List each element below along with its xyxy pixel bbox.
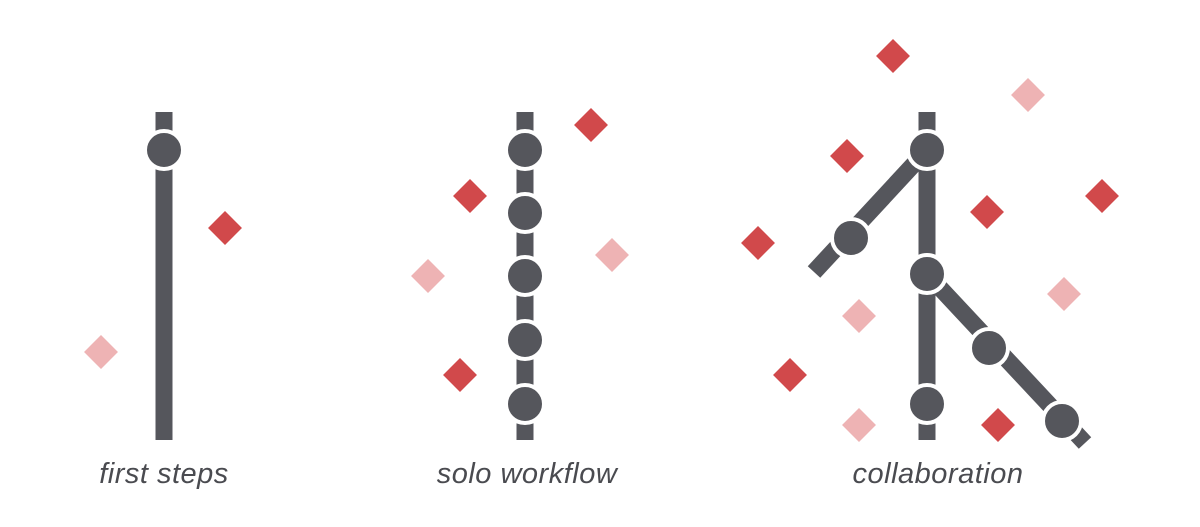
change-diamond-strong [453,179,487,213]
caption-collaboration: collaboration [852,458,1024,490]
change-diamond-strong [981,408,1015,442]
change-diamond-light [842,299,876,333]
commit-node [504,383,546,425]
change-diamond-light [595,238,629,272]
commit-node [504,129,546,171]
change-diamond-strong [970,195,1004,229]
change-diamond-light [84,335,118,369]
change-diamond-strong [443,358,477,392]
commit-node [504,255,546,297]
change-diamond-strong [741,226,775,260]
branch-line-left [807,144,934,278]
commit-node [504,192,546,234]
caption-first-steps: first steps [99,458,229,490]
change-diamond-strong [208,211,242,245]
change-diamond-strong [876,39,910,73]
commit-node [830,217,872,259]
commit-node [906,129,948,171]
panel-solo-workflow [411,108,629,440]
commit-node [906,383,948,425]
commit-node [1041,400,1083,442]
change-diamond-strong [773,358,807,392]
change-diamond-light [411,259,445,293]
change-diamond-strong [1085,179,1119,213]
commit-node [968,327,1010,369]
panel-first-steps [84,112,242,440]
change-diamond-strong [830,139,864,173]
change-diamond-light [842,408,876,442]
change-diamond-light [1011,78,1045,112]
commit-node [906,253,948,295]
change-diamond-light [1047,277,1081,311]
commit-node [504,319,546,361]
caption-solo-workflow: solo workflow [436,458,618,490]
change-diamond-strong [574,108,608,142]
panel-collaboration [741,39,1119,449]
commit-node [143,129,185,171]
